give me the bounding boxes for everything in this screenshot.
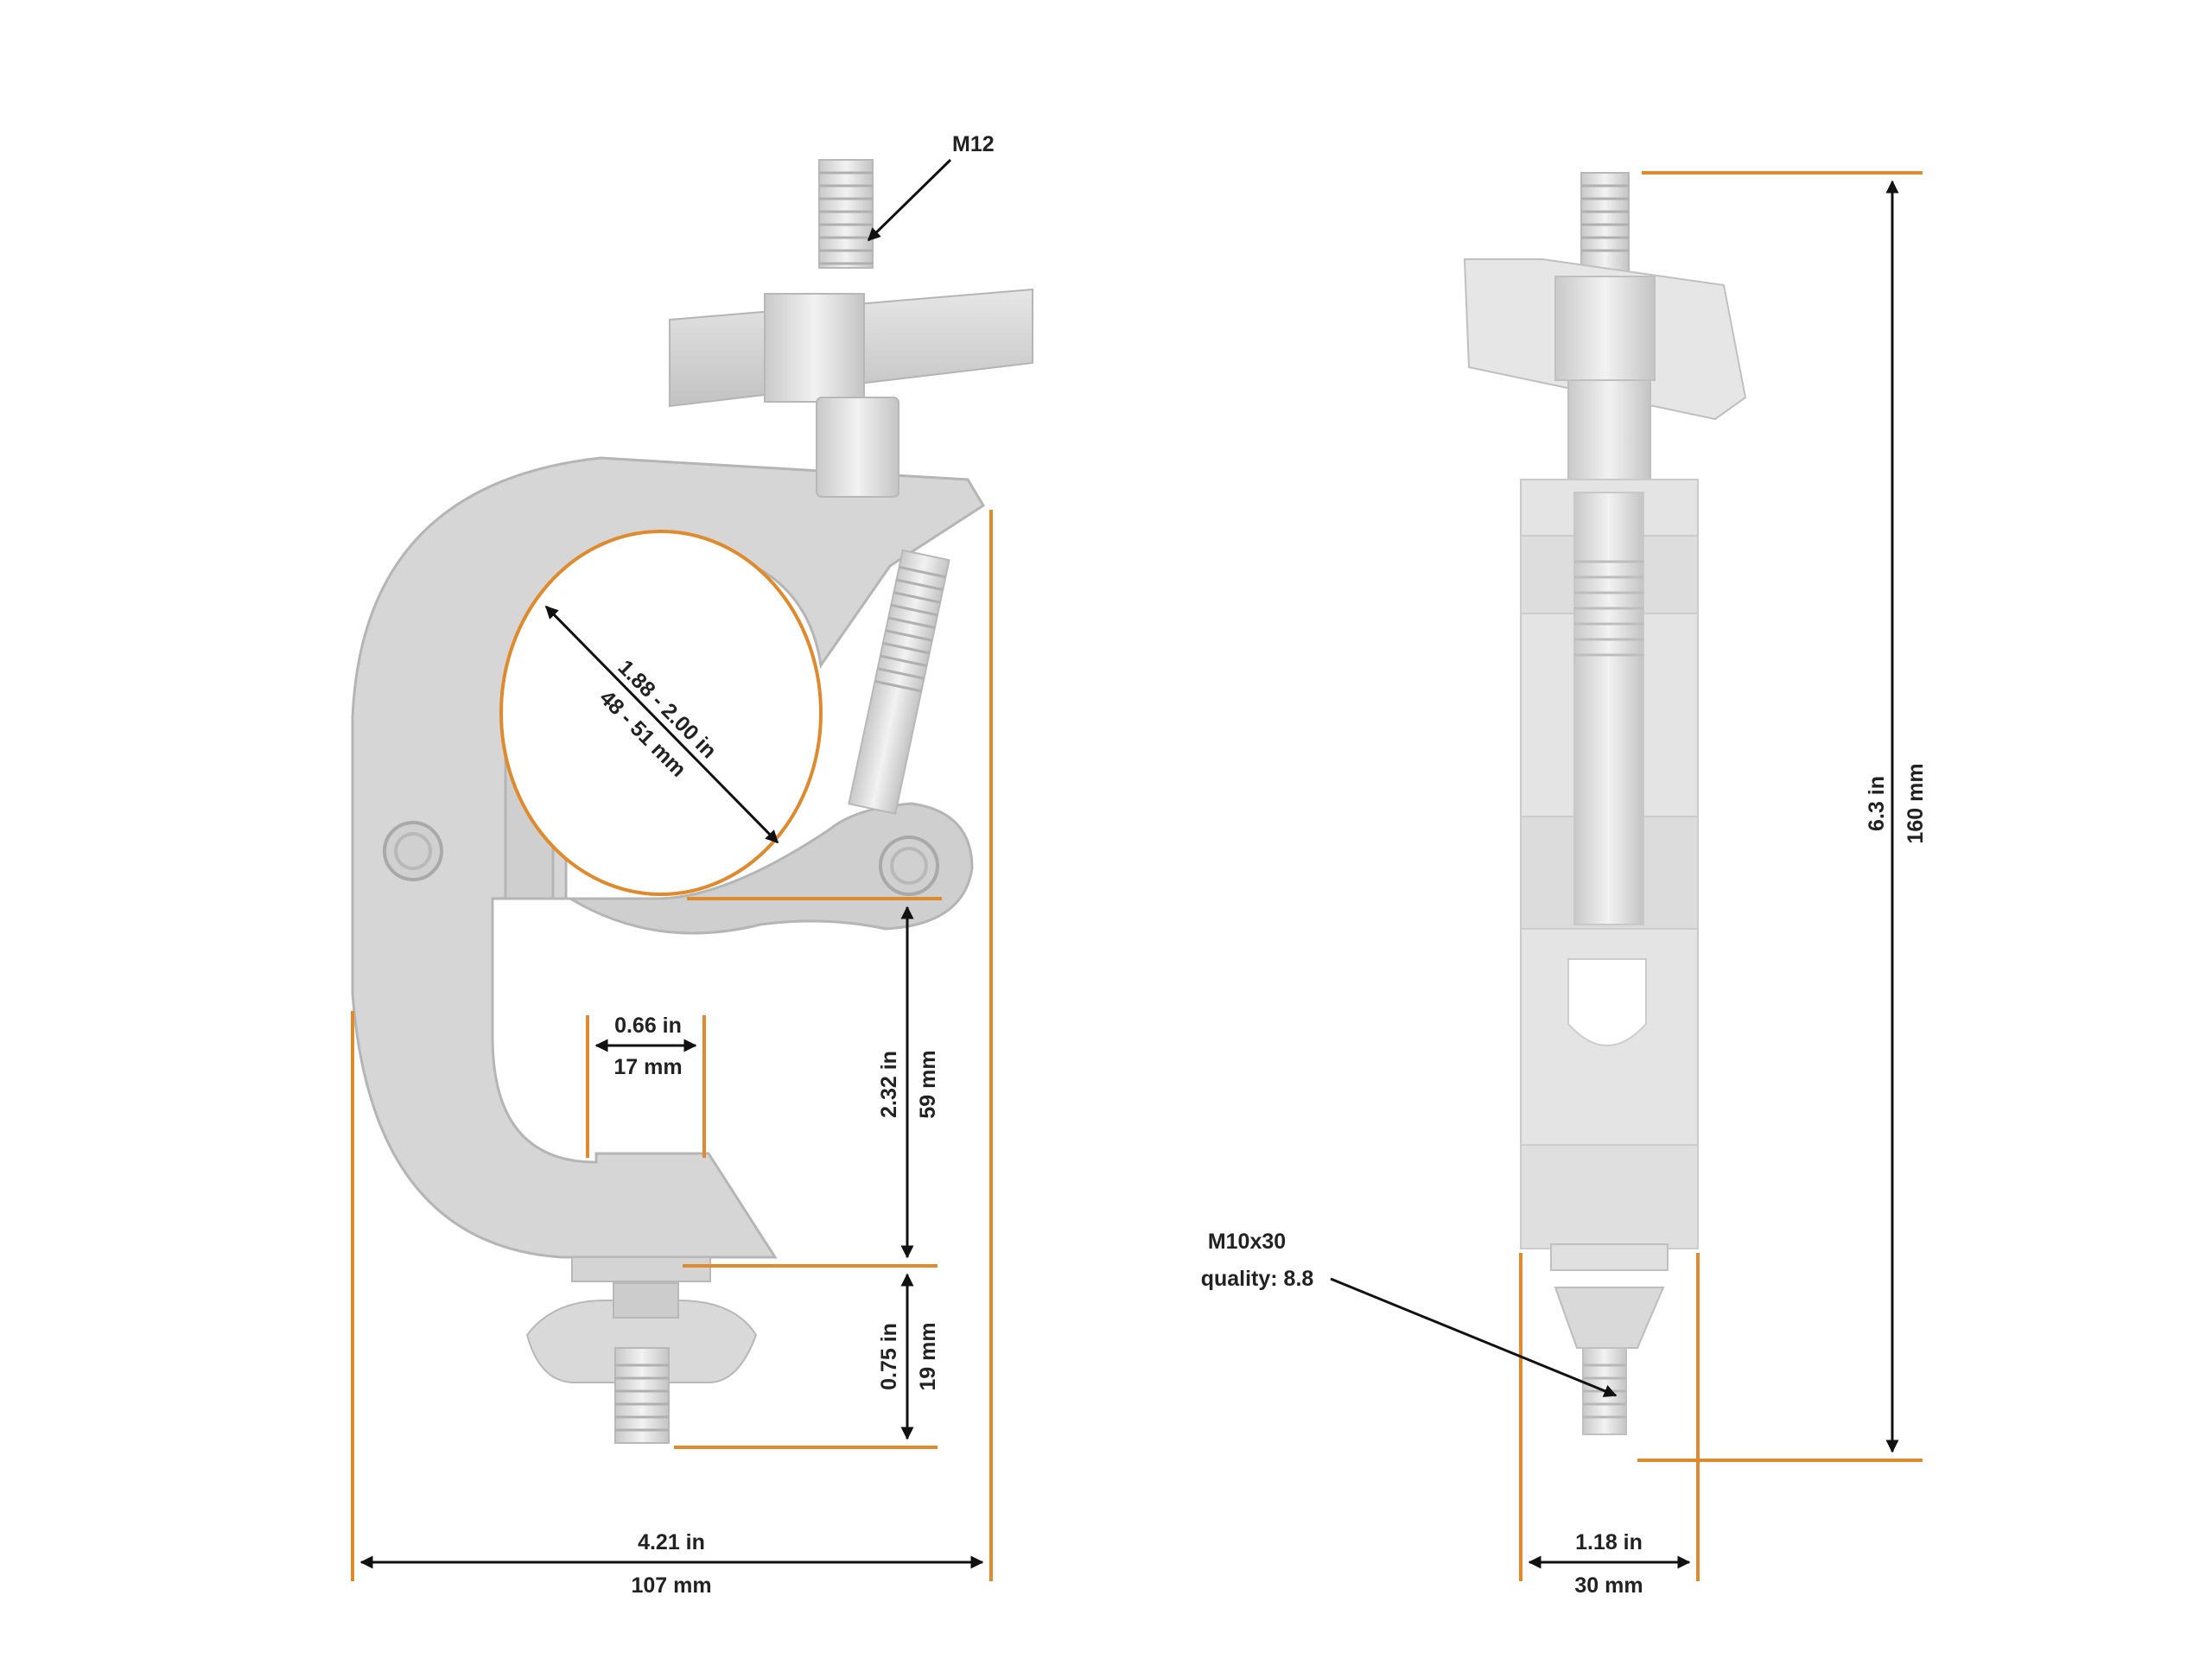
wingbolt-mm-label: 19 mm bbox=[916, 1322, 940, 1390]
wingbolt-in-label: 0.75 in bbox=[877, 1323, 901, 1390]
height-in-label: 2.32 in bbox=[877, 1051, 901, 1118]
m10-label-line1: M10x30 bbox=[1208, 1230, 1286, 1254]
clamp-lever bbox=[504, 707, 974, 935]
pivot-pin-right bbox=[879, 836, 939, 896]
side-width-mm-label: 30 mm bbox=[1574, 1573, 1643, 1598]
m12-bolt bbox=[669, 159, 1033, 815]
wing-bolt bbox=[525, 1256, 758, 1444]
front-view: M12 1.88 - 2.00 in 48 - 51 mm 0.66 in 17… bbox=[351, 132, 1033, 1598]
side-width-in-label: 1.18 in bbox=[1575, 1530, 1643, 1554]
width-in-label: 4.21 in bbox=[638, 1530, 705, 1554]
width-mm-label: 107 mm bbox=[631, 1573, 711, 1598]
side-view: 6.3 in 160 mm M10x30 quality: 8.8 1.18 i… bbox=[1201, 171, 1928, 1598]
m12-label: M12 bbox=[952, 132, 995, 156]
height-mm-label: 59 mm bbox=[916, 1050, 940, 1118]
slot-in-label: 0.66 in bbox=[614, 1014, 682, 1038]
side-height-in-label: 6.3 in bbox=[1865, 776, 1889, 831]
side-height-mm-label: 160 mm bbox=[1904, 763, 1928, 843]
m10-label-line2: quality: 8.8 bbox=[1201, 1267, 1314, 1291]
side-dimension-lines bbox=[1519, 171, 1923, 1581]
slot-mm-label: 17 mm bbox=[613, 1055, 682, 1079]
front-arrows bbox=[359, 158, 984, 1569]
front-dimension-lines bbox=[351, 510, 993, 1581]
pivot-pin-left bbox=[383, 821, 443, 881]
side-arrows bbox=[1330, 180, 1899, 1569]
